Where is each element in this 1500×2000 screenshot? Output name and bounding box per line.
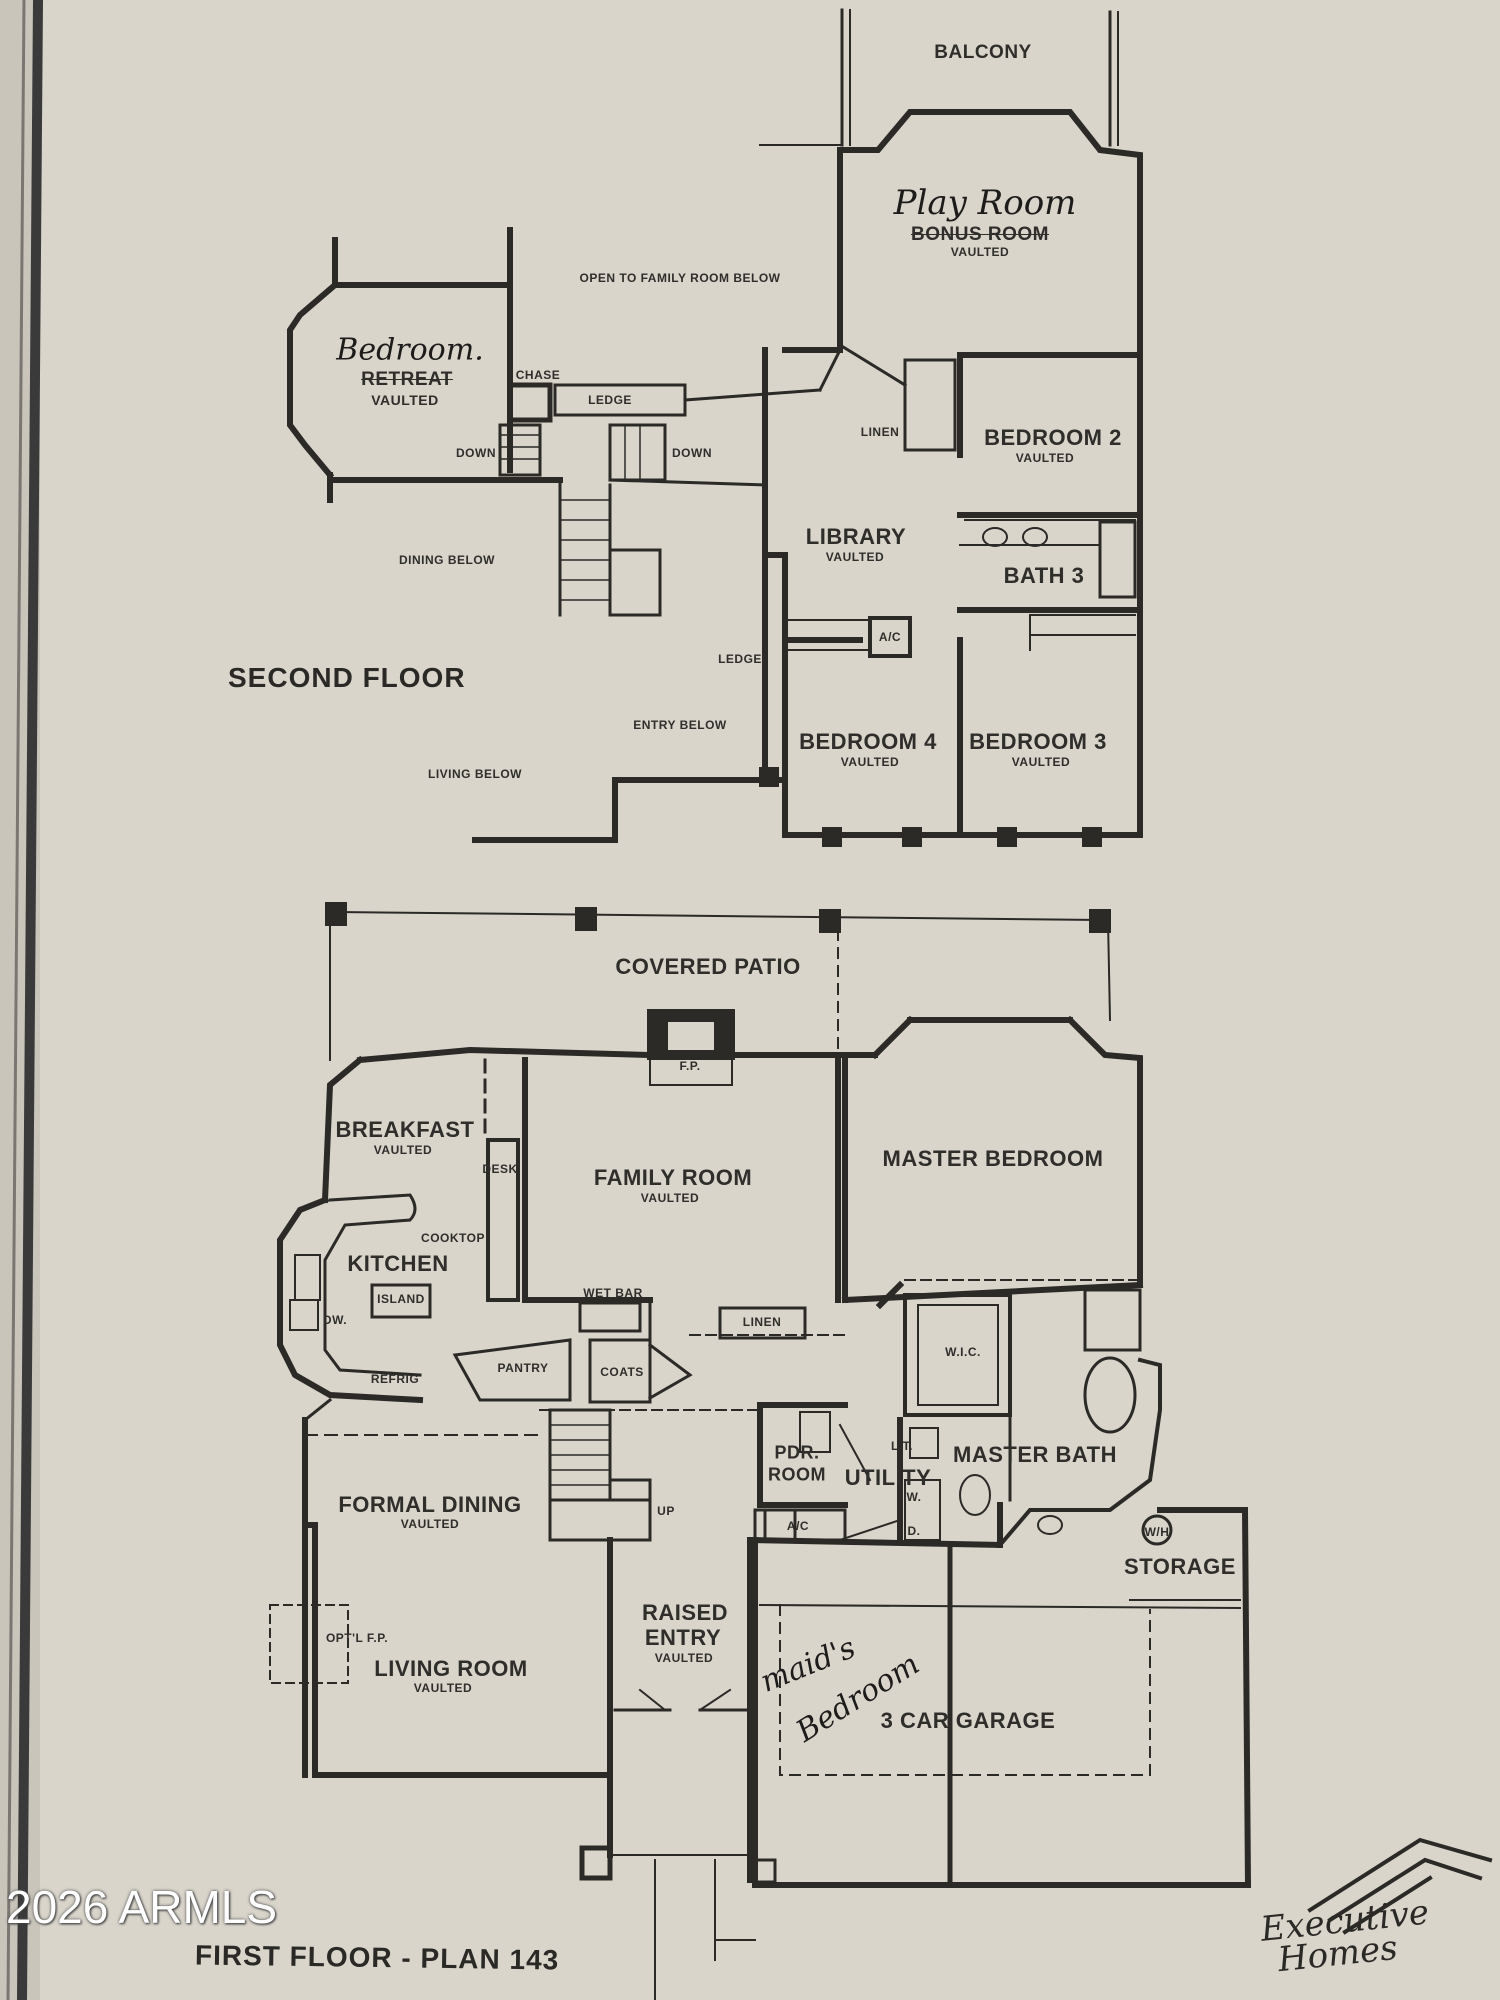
ledge-top-label: LEDGE — [588, 393, 632, 407]
first-floor-heading: FIRST FLOOR - PLAN 143 — [194, 1939, 560, 1976]
library-label: LIBRARY — [805, 524, 907, 549]
family-room-label: FAMILY ROOM — [593, 1165, 753, 1190]
master-bedroom-label: MASTER BEDROOM — [882, 1146, 1104, 1171]
raised-entry-vaulted: VAULTED — [654, 1651, 714, 1665]
breakfast-vaulted: VAULTED — [373, 1143, 433, 1157]
dishwasher-label: DW. — [322, 1313, 348, 1327]
second-floor-walls — [287, 8, 1143, 847]
down-right-label: DOWN — [672, 446, 712, 460]
living-room-label: LIVING ROOM — [374, 1656, 528, 1681]
bedroom4-label: BEDROOM 4 — [799, 729, 937, 754]
raised-entry-label-1: RAISED — [641, 1600, 729, 1625]
raised-entry-label-2: ENTRY — [644, 1625, 722, 1650]
bedroom3-label: BEDROOM 3 — [969, 729, 1107, 754]
linen-upstairs-label: LINEN — [860, 425, 900, 439]
bedroom3-vaulted: VAULTED — [1011, 755, 1071, 769]
down-left-label: DOWN — [456, 446, 496, 460]
living-room-vaulted: VAULTED — [413, 1681, 473, 1695]
pantry-label: PANTRY — [497, 1361, 549, 1375]
washer-label: W. — [906, 1490, 922, 1504]
armls-watermark: 2026 ARMLS — [6, 1881, 278, 1933]
bedroom4-vaulted: VAULTED — [840, 755, 900, 769]
ac-downstairs-label: A/C — [786, 1519, 810, 1533]
retreat-label: RETREAT — [361, 369, 453, 390]
formal-dining-vaulted: VAULTED — [400, 1517, 460, 1531]
cooktop-label: COOKTOP — [421, 1231, 485, 1245]
library-vaulted: VAULTED — [825, 550, 885, 564]
play-room-vaulted: VAULTED — [950, 245, 1010, 259]
ac-upstairs-label: A/C — [878, 630, 902, 644]
fireplace-label: F.P. — [679, 1059, 701, 1073]
water-heater-label: W/H — [1144, 1525, 1170, 1539]
stairs-up-label: UP — [657, 1504, 675, 1518]
garage-label: 3 CAR GARAGE — [880, 1708, 1056, 1733]
play-room-handwritten: Play Room — [893, 183, 1077, 223]
island-label: ISLAND — [377, 1292, 425, 1306]
chase-label: CHASE — [515, 368, 561, 382]
kitchen-label: KITCHEN — [347, 1251, 449, 1276]
pdr-room-label-2: ROOM — [768, 1464, 826, 1485]
covered-patio-label: COVERED PATIO — [615, 954, 801, 979]
wet-bar-label: WET BAR — [583, 1286, 643, 1300]
balcony-label: BALCONY — [934, 42, 1032, 63]
pdr-room-label-1: PDR. — [774, 1442, 820, 1463]
living-below-label: LIVING BELOW — [428, 767, 522, 781]
retreat-vaulted: VAULTED — [371, 392, 439, 408]
entry-below-label: ENTRY BELOW — [633, 718, 727, 732]
brand-roof-logo — [1307, 1837, 1493, 1935]
family-room-vaulted: VAULTED — [640, 1191, 700, 1205]
ledge-mid-label: LEDGE — [718, 652, 762, 666]
dryer-label: D. — [907, 1524, 921, 1538]
open-to-family-label: OPEN TO FAMILY ROOM BELOW — [579, 271, 781, 285]
bedroom2-vaulted: VAULTED — [1015, 451, 1075, 465]
bonus-room-label: BONUS ROOM — [911, 224, 1049, 245]
bedroom2-label: BEDROOM 2 — [984, 425, 1122, 450]
bedroom-handwritten-upstairs: Bedroom. — [336, 332, 484, 368]
formal-dining-label: FORMAL DINING — [338, 1492, 522, 1517]
dining-below-label: DINING BELOW — [399, 553, 495, 567]
first-floor-walls — [269, 902, 1252, 2000]
refrig-label: REFRIG — [370, 1372, 420, 1386]
breakfast-label: BREAKFAST — [335, 1117, 475, 1142]
optional-fireplace-label: OPT'L F.P. — [325, 1631, 389, 1645]
storage-label: STORAGE — [1124, 1554, 1236, 1579]
desk-label: DESK — [482, 1162, 518, 1176]
coats-label: COATS — [600, 1365, 644, 1379]
utility-label: UTILITY — [844, 1465, 932, 1490]
wic-label: W.I.C. — [945, 1345, 981, 1359]
laundry-tub-label: L.T. — [891, 1439, 913, 1453]
master-bath-label: MASTER BATH — [953, 1442, 1117, 1467]
second-floor-heading: SECOND FLOOR — [228, 662, 466, 693]
linen-downstairs-label: LINEN — [742, 1315, 782, 1329]
bath3-label: BATH 3 — [1003, 563, 1085, 588]
